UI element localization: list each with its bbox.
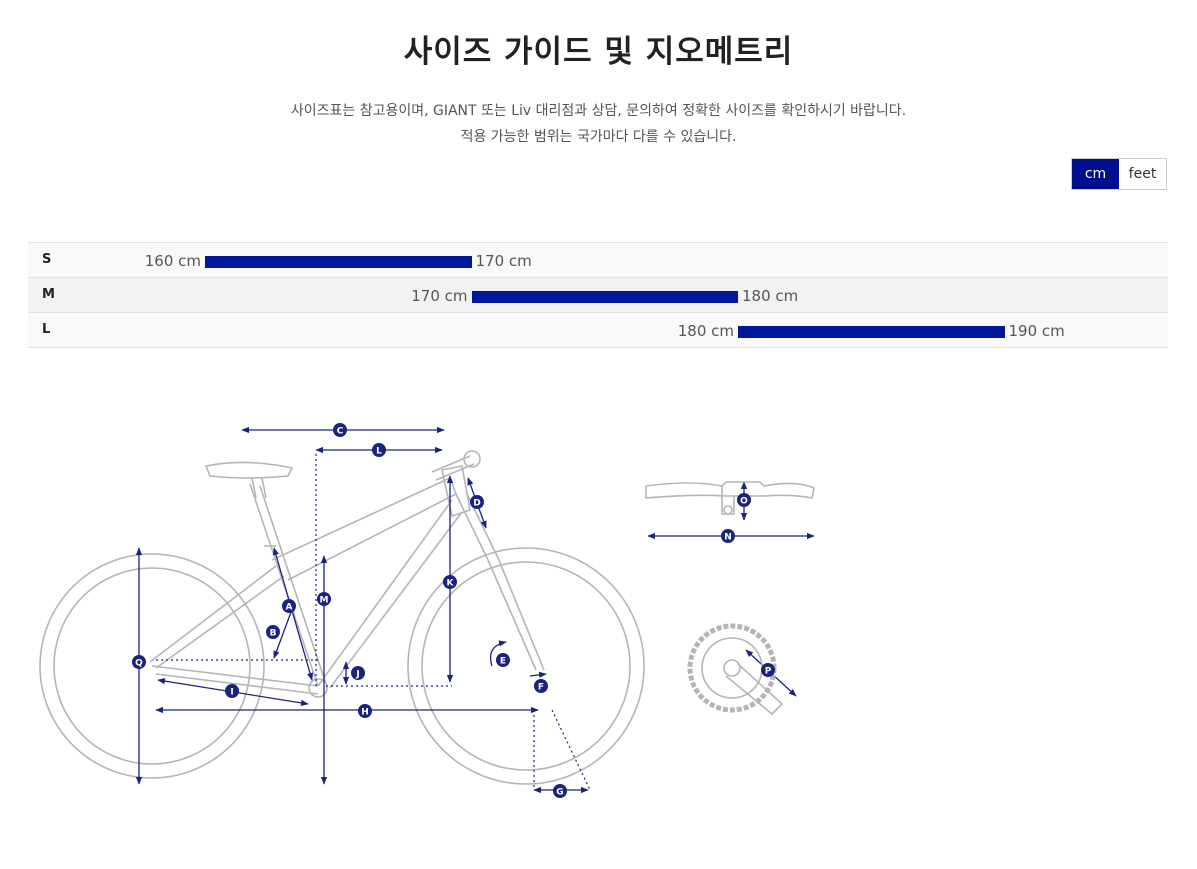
geometry-label-b: B: [266, 625, 280, 639]
geometry-label-c: C: [333, 423, 347, 437]
size-label: S: [42, 252, 52, 267]
svg-text:H: H: [361, 708, 369, 718]
geometry-label-i: I: [225, 684, 239, 698]
bicycle-outline: [39, 450, 645, 785]
svg-text:K: K: [447, 579, 455, 589]
geometry-label-f: F: [534, 679, 548, 693]
geometry-label-g: G: [553, 784, 567, 798]
range-bar: [738, 326, 1005, 338]
svg-text:D: D: [473, 499, 480, 509]
svg-text:B: B: [270, 629, 277, 639]
size-row: M 170 cm 180 cm: [28, 278, 1168, 313]
down-tube: [317, 499, 463, 689]
range-bar: [471, 291, 738, 303]
page-description: 사이즈표는 참고용이며, GIANT 또는 Liv 대리점과 상담, 문의하여 …: [290, 103, 907, 119]
geometry-label-o: O: [737, 493, 751, 507]
geometry-label-a: A: [282, 599, 296, 613]
top-tube: [271, 476, 457, 581]
svg-text:I: I: [230, 688, 233, 698]
size-chart: S 160 cm 170 cm M 170 cm 180 cm L 180 cm…: [28, 242, 1168, 348]
size-label: M: [42, 287, 55, 302]
page-description-note: 적용 가능한 범위는 국가마다 다를 수 있습니다.: [460, 129, 737, 145]
svg-text:A: A: [286, 603, 293, 613]
unit-cm-button[interactable]: cm: [1072, 159, 1119, 189]
svg-text:J: J: [355, 670, 359, 680]
page-title: 사이즈 가이드 및 지오메트리: [403, 34, 794, 70]
handlebar-detail: [645, 481, 815, 515]
range-max-label: 180 cm: [742, 287, 799, 305]
size-row: S 160 cm 170 cm: [28, 243, 1168, 278]
seatstay: [149, 565, 285, 669]
svg-text:F: F: [538, 683, 544, 693]
geometry-label-n: N: [721, 529, 735, 543]
saddle: [204, 461, 294, 479]
geometry-label-j: J: [351, 666, 365, 680]
svg-text:E: E: [500, 657, 506, 667]
svg-text:L: L: [376, 447, 382, 457]
size-label: L: [42, 322, 51, 337]
geometry-label-h: H: [358, 704, 372, 718]
geometry-label-d: D: [470, 495, 484, 509]
range-bar: [205, 256, 472, 268]
svg-text:M: M: [320, 596, 329, 606]
rear-wheel: [39, 553, 265, 779]
geometry-label-k: K: [443, 575, 457, 589]
svg-text:N: N: [724, 533, 732, 543]
unit-feet-button[interactable]: feet: [1119, 159, 1166, 189]
geometry-label-p: P: [761, 663, 775, 677]
size-row: L 180 cm 190 cm: [28, 313, 1168, 348]
geometry-label-l: L: [372, 443, 386, 457]
unit-toggle: cm feet: [1071, 158, 1167, 190]
svg-text:O: O: [740, 497, 748, 507]
range-max-label: 170 cm: [475, 252, 532, 270]
svg-text:C: C: [337, 427, 344, 437]
geometry-diagram: A B C D E F G H I J K L M N O P Q: [39, 423, 815, 798]
range-min-label: 170 cm: [411, 287, 468, 305]
svg-text:G: G: [556, 788, 563, 798]
geometry-label-e: E: [496, 653, 510, 667]
svg-text:P: P: [765, 667, 772, 677]
svg-text:Q: Q: [135, 659, 143, 669]
range-min-label: 160 cm: [144, 252, 201, 270]
range-min-label: 180 cm: [677, 322, 734, 340]
geometry-label-m: M: [317, 592, 331, 606]
range-max-label: 190 cm: [1008, 322, 1065, 340]
front-wheel: [407, 547, 645, 785]
seat-tube: [249, 483, 327, 687]
geometry-label-q: Q: [132, 655, 146, 669]
